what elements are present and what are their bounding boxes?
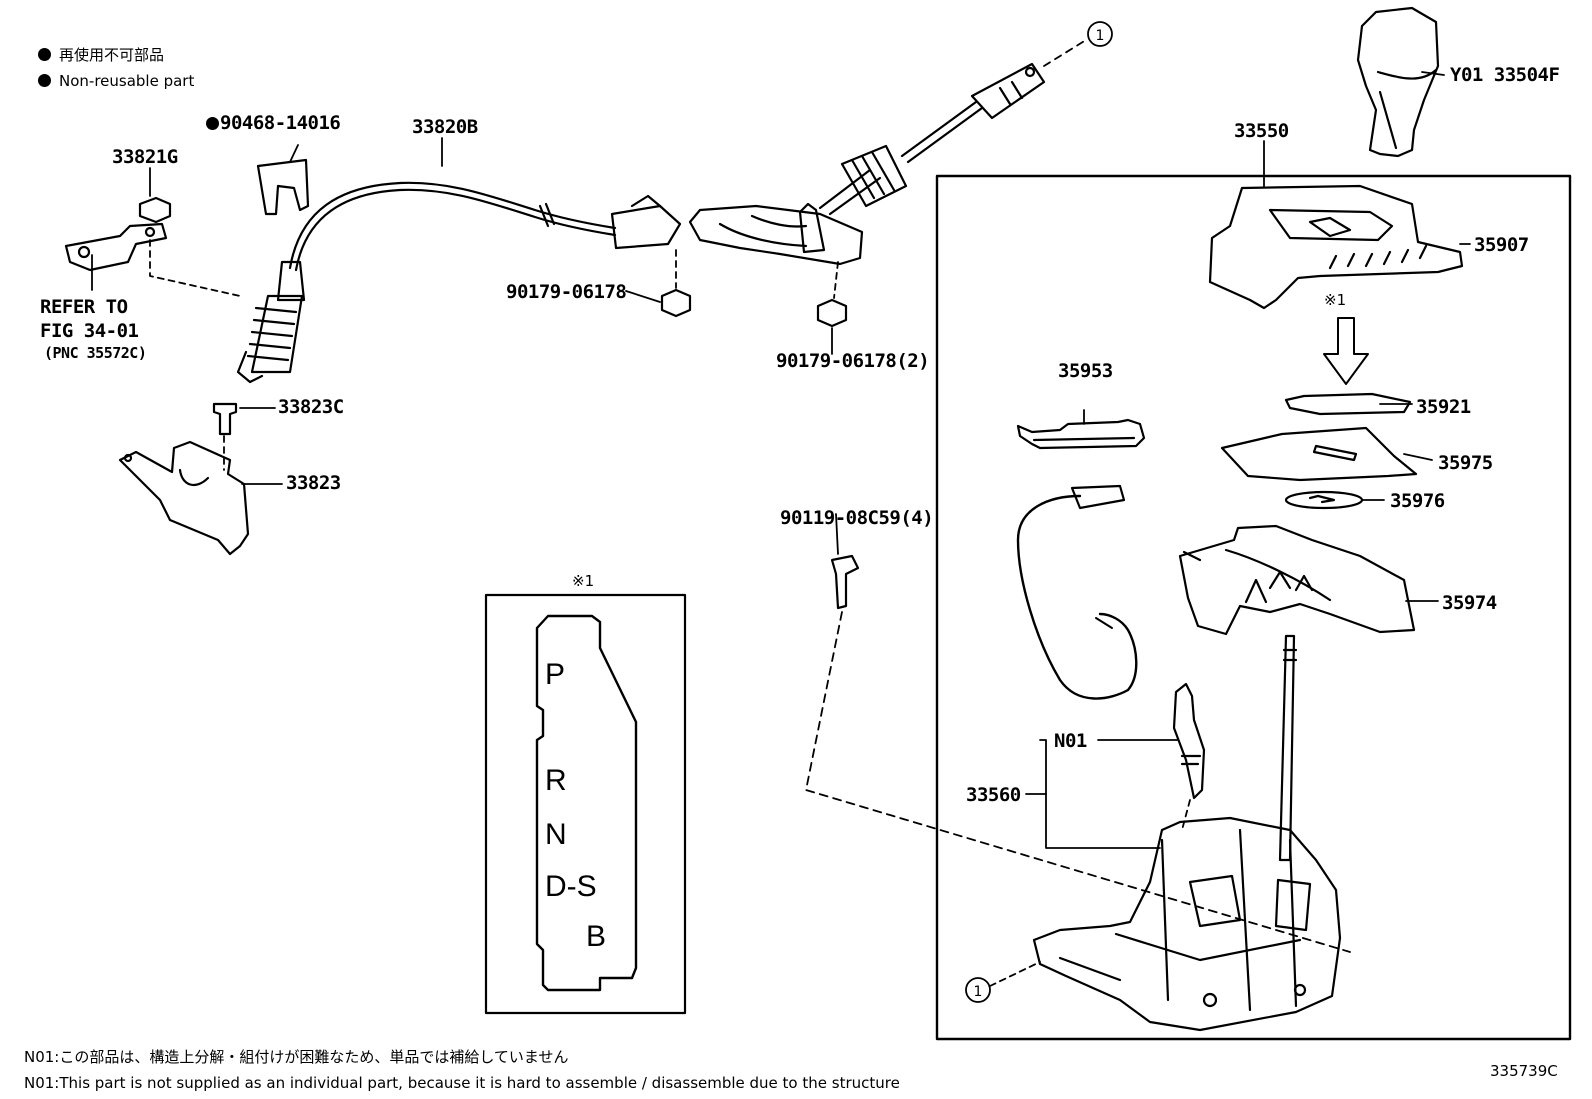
label-33823c[interactable]: 33823C xyxy=(278,396,344,418)
sensor-n01 xyxy=(1172,682,1206,800)
leader-circle-1-top xyxy=(1043,39,1087,67)
part-35921 xyxy=(1284,392,1412,416)
label-33560[interactable]: 33560 xyxy=(966,784,1021,806)
footnote-jp: N01:この部品は、構造上分解・組付けが困難なため、単品では補給していません xyxy=(24,1048,569,1066)
nut-90179-single xyxy=(660,288,692,318)
bracket-refer xyxy=(64,222,168,272)
cover-35907 xyxy=(1208,184,1464,310)
bullet-icon xyxy=(206,117,219,130)
legend-en: Non-reusable part xyxy=(38,74,194,89)
label-mark-1-arrow: ※1 xyxy=(1324,291,1347,309)
gate-inset-title: ※1 xyxy=(572,572,595,590)
circle-1-top-text: 1 xyxy=(1096,28,1105,44)
gate-letter-d-s: D-S xyxy=(545,870,597,903)
bolt-33823c xyxy=(212,402,238,436)
legend-en-text: Non-reusable part xyxy=(59,72,195,90)
housing-35974 xyxy=(1178,524,1416,636)
legend-jp-text: 再使用不可部品 xyxy=(59,46,165,64)
part-35975 xyxy=(1220,426,1418,482)
circle-marker-top xyxy=(1087,21,1113,47)
label-33820b[interactable]: 33820B xyxy=(412,116,478,138)
label-35907[interactable]: 35907 xyxy=(1474,234,1529,256)
label-90179-06178[interactable]: 90179-06178 xyxy=(506,281,627,303)
label-35975[interactable]: 35975 xyxy=(1438,452,1493,474)
shift-cable xyxy=(236,62,1046,384)
label-n01[interactable]: N01 xyxy=(1054,730,1087,752)
label-90179-06178-2[interactable]: 90179-06178(2) xyxy=(776,350,930,372)
bullet-icon xyxy=(38,48,51,61)
label-33550[interactable]: 33550 xyxy=(1234,120,1289,142)
label-35976[interactable]: 35976 xyxy=(1390,490,1445,512)
circle-1-bottom-text: 1 xyxy=(974,984,983,1000)
footnote-en: N01:This part is not supplied as an indi… xyxy=(24,1074,900,1092)
label-90468-14016[interactable]: 90468-14016 xyxy=(206,114,341,133)
figure-code: 335739C xyxy=(1490,1062,1558,1080)
label-35921[interactable]: 35921 xyxy=(1416,396,1471,418)
base-33560 xyxy=(1032,816,1342,1032)
part-35953 xyxy=(1016,418,1146,450)
shift-knob xyxy=(1356,6,1440,158)
nut-33821g xyxy=(138,196,172,224)
gate-inset-frame xyxy=(484,593,687,1015)
clip-90468 xyxy=(256,158,310,216)
gate-letter-n: N xyxy=(545,818,567,851)
assembly-frame-33550 xyxy=(935,174,1572,1041)
label-33823[interactable]: 33823 xyxy=(286,472,341,494)
bullet-icon xyxy=(38,74,51,87)
label-35953[interactable]: 35953 xyxy=(1058,360,1113,382)
legend-jp: 再使用不可部品 xyxy=(38,48,164,63)
label-35974[interactable]: 35974 xyxy=(1442,592,1497,614)
gate-letter-r: R xyxy=(545,764,567,797)
circle-marker-bottom xyxy=(965,977,991,1003)
gate-letter-b: B xyxy=(586,920,607,953)
label-refer-to: REFER TO xyxy=(40,296,128,318)
lever-rod xyxy=(1278,634,1296,862)
label-33821g[interactable]: 33821G xyxy=(112,146,178,168)
wire-harness xyxy=(1016,494,1138,700)
label-pnc-35572c: (PNC 35572C) xyxy=(44,344,147,362)
label-y01-33504f[interactable]: Y01 33504F xyxy=(1450,64,1560,86)
bracket-33823 xyxy=(118,440,250,556)
gate-letter-p: P xyxy=(545,658,566,691)
label-fig-34-01[interactable]: FIG 34-01 xyxy=(40,320,139,342)
nut-90179-double xyxy=(816,298,848,328)
gate-plate xyxy=(535,614,638,992)
bolt-90119 xyxy=(830,554,860,610)
down-arrow xyxy=(1323,317,1369,385)
label-90119-08c59-4[interactable]: 90119-08C59(4) xyxy=(780,507,934,529)
part-35976 xyxy=(1284,490,1364,510)
